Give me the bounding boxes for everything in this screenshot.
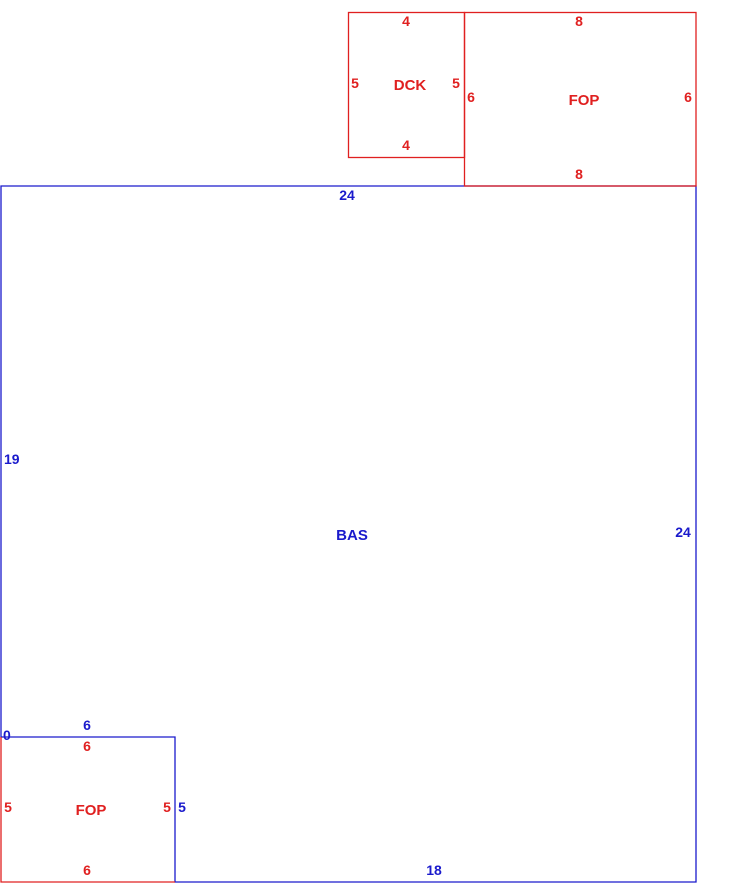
fop-bottom-label: FOP: [76, 802, 107, 819]
dck-label: DCK: [394, 77, 427, 94]
bas-right-dimension: 24: [675, 524, 691, 540]
dck-bottom-dimension: 4: [402, 137, 410, 153]
fop-bottom-outline[interactable]: [0, 737, 175, 883]
fop-bottom-bottom-dimension: 6: [83, 862, 91, 878]
bas-notch-side-dimension: 5: [178, 799, 186, 815]
fop-bottom-left-dimension: 5: [4, 799, 12, 815]
fop-bottom-top-dimension: 6: [83, 738, 91, 754]
dck-right-dimension: 5: [452, 75, 460, 91]
dck-top-dimension: 4: [402, 13, 410, 29]
bas-notch-top-dimension: 6: [83, 717, 91, 733]
bas-left-upper-dimension: 19: [4, 451, 20, 467]
fop-top-left-dimension: 6: [467, 89, 475, 105]
bas-bottom-dimension: 18: [426, 862, 442, 878]
bas-label: BAS: [336, 527, 368, 544]
fop-bottom-right-dimension: 5: [163, 799, 171, 815]
fop-top-bottom-dimension: 8: [575, 166, 583, 182]
fop-top-label: FOP: [569, 92, 600, 109]
fop-top-top-dimension: 8: [575, 13, 583, 29]
fop-top-right-dimension: 6: [684, 89, 692, 105]
bas-top-dimension: 24: [339, 187, 355, 203]
dck-left-dimension: 5: [351, 75, 359, 91]
fop-top-outline[interactable]: [463, 11, 697, 187]
bas-left-lower-dimension: 0: [3, 727, 11, 743]
